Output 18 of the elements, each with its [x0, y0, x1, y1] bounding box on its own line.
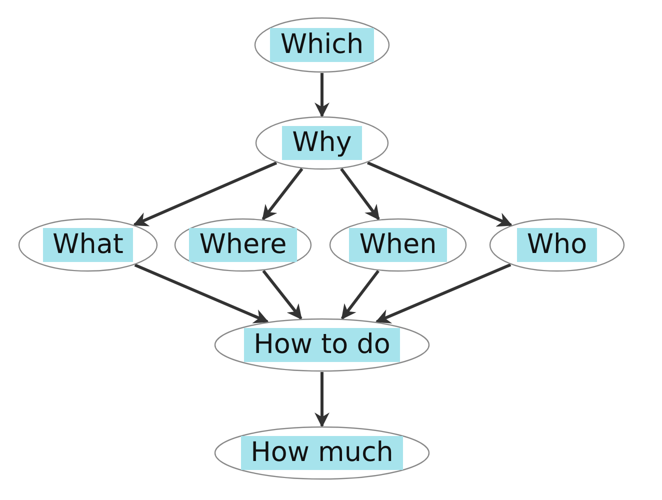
arrow	[366, 161, 512, 227]
node-label: Where	[189, 228, 297, 262]
node-label: How to do	[244, 328, 400, 362]
arrow	[340, 168, 380, 220]
node-label: Which	[270, 28, 374, 62]
arrow	[134, 264, 269, 324]
node-label: How much	[240, 436, 404, 470]
node-label: Who	[516, 228, 598, 262]
arrow	[314, 73, 330, 118]
arrow	[314, 372, 330, 428]
arrow	[133, 161, 278, 226]
node-label: What	[42, 228, 134, 262]
node-label: When	[349, 228, 447, 262]
node-label: Why	[282, 126, 362, 160]
arrow	[340, 270, 380, 320]
arrow	[375, 263, 512, 324]
arrow	[262, 270, 302, 320]
arrow	[262, 168, 304, 220]
